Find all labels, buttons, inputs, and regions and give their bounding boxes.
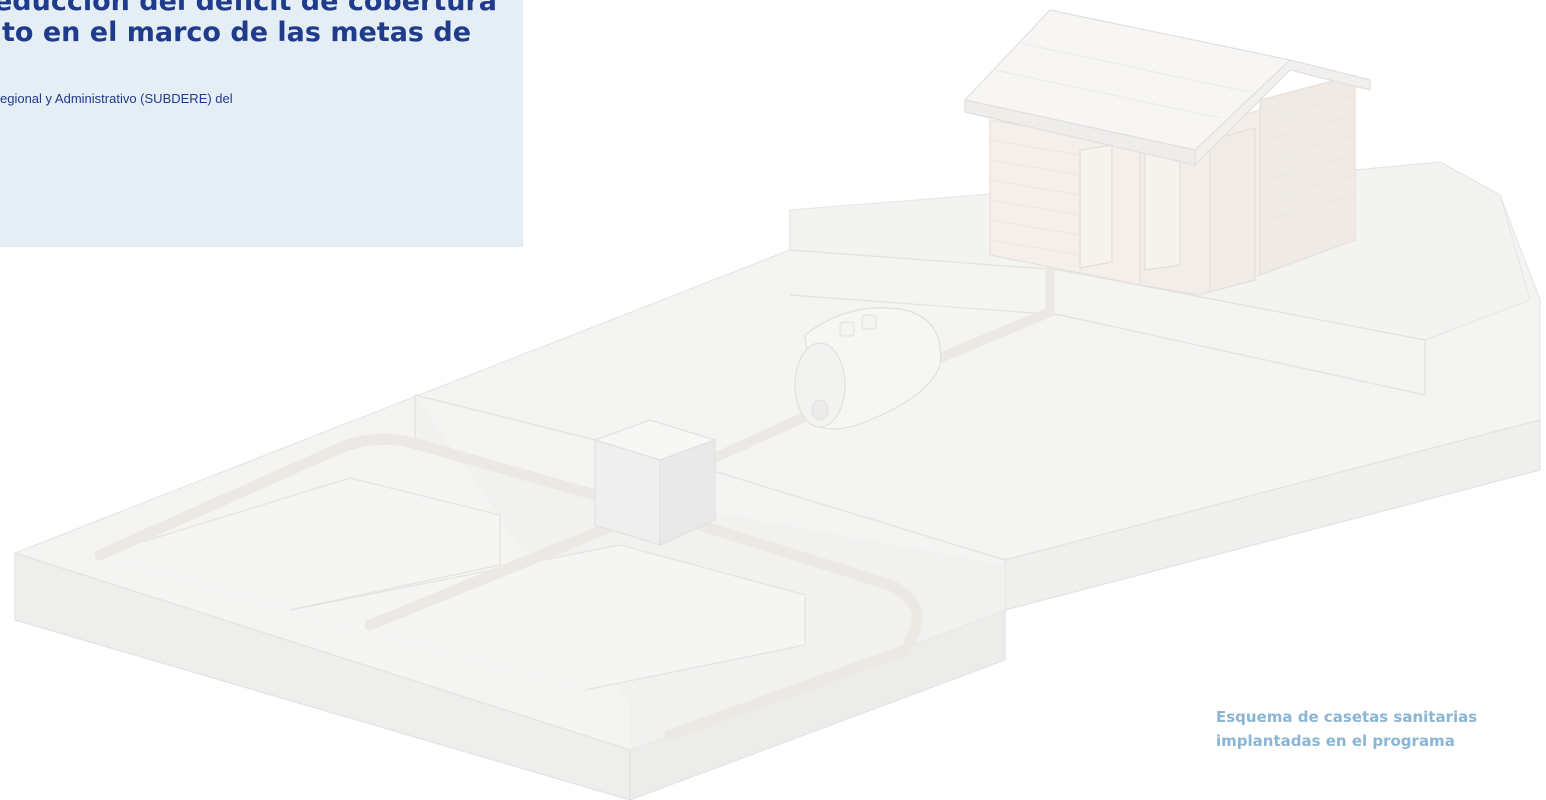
pipe-left-loop: [94, 433, 601, 561]
figure-caption-line-2: implantadas en el programa: [1216, 732, 1455, 750]
intro-title-line-1: educción del déficit de cobertura: [0, 0, 498, 17]
pipe-right-loop: [664, 519, 923, 741]
raised-platform-edge: [789, 210, 1426, 396]
pipe-to-house: [930, 260, 1055, 365]
figure-caption-line-1: Esquema de casetas sanitarias: [1216, 708, 1478, 726]
pipe-middle: [364, 509, 646, 631]
intro-title-line-2: to en el marco de las metas de: [2, 17, 472, 48]
intro-body: egional y Administrativo (SUBDERE) del: [0, 91, 233, 106]
drainage-bed-left: [99, 477, 501, 611]
intro-panel: educción del déficit de cobertura to en …: [0, 0, 523, 247]
trench-wall: [414, 394, 1006, 561]
ground-slab-front: [14, 552, 631, 800]
sanitary-booth-house: [963, 9, 1371, 296]
figure-caption: Esquema de casetas sanitarias implantada…: [1216, 705, 1536, 753]
septic-tank: [794, 307, 942, 430]
pipe-to-tank: [705, 405, 825, 465]
distribution-box: [593, 419, 717, 546]
intro-title: educción del déficit de cobertura to en …: [0, 0, 523, 48]
